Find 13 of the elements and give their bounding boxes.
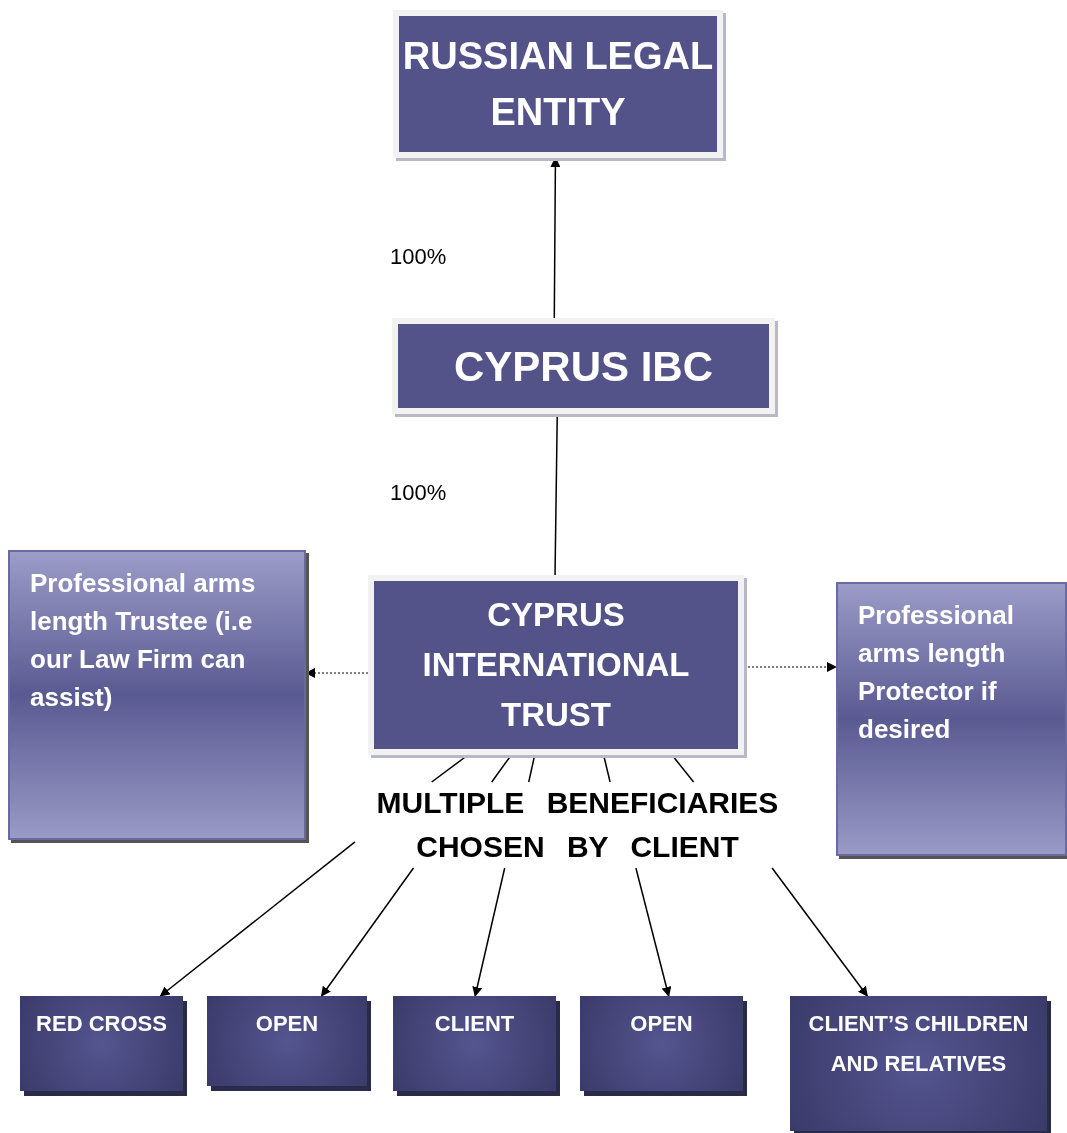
arrow bbox=[320, 867, 415, 997]
arrow bbox=[472, 867, 506, 997]
entity-box: RUSSIAN LEGAL ENTITY bbox=[393, 10, 723, 158]
beneficiaries-text: MULTIPLE BENEFICIARIES CHOSEN BY CLIENT bbox=[355, 782, 800, 868]
arrow bbox=[771, 867, 869, 997]
arrow bbox=[635, 867, 672, 997]
entity-box: CYPRUS IBC bbox=[392, 318, 775, 414]
ownership-label: 100% bbox=[390, 479, 447, 507]
ownership-label: 100% bbox=[390, 243, 447, 271]
entity-box: Professional arms length Protector if desired bbox=[836, 582, 1067, 856]
entity-box: CYPRUS INTERNATIONAL TRUST bbox=[368, 575, 744, 755]
arrow bbox=[159, 841, 356, 997]
entity-box: Professional arms length Trustee (i.e our Law Firm can assist) bbox=[8, 550, 306, 840]
